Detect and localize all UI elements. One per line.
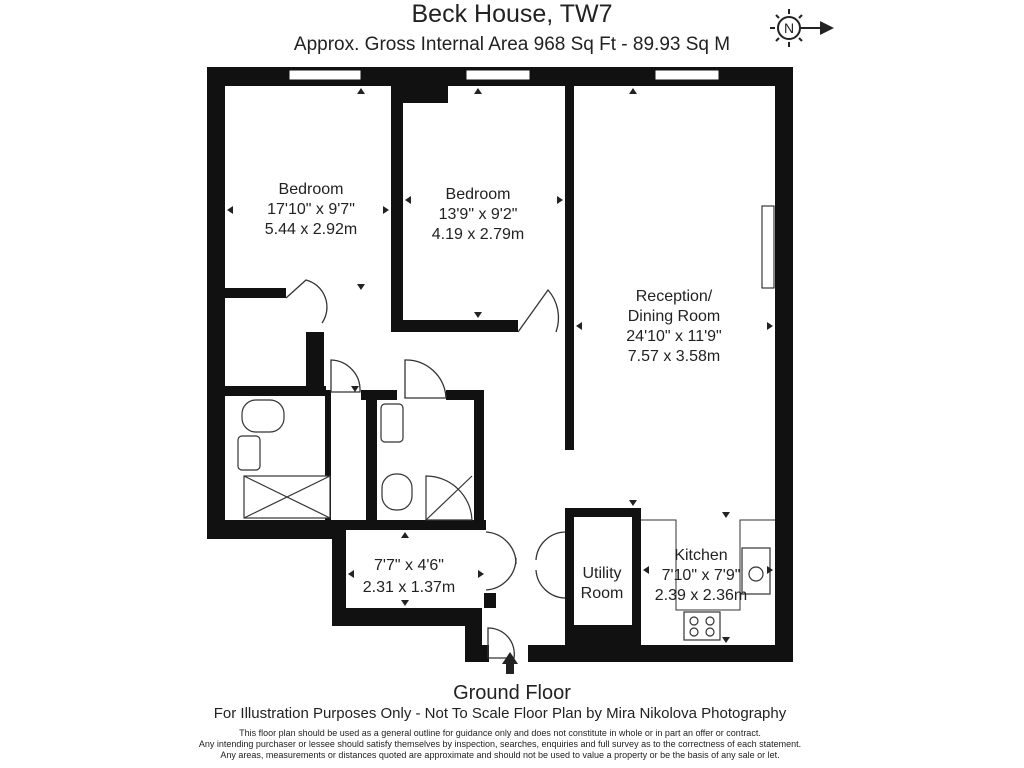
room-dimensions-metric: 5.44 x 2.92m — [265, 221, 358, 238]
windows — [288, 69, 775, 289]
hob-icon — [683, 611, 721, 641]
room-store: 7'7" x 4'6" 2.31 x 1.37m — [363, 557, 456, 596]
room-dimensions-imperial: 13'9" x 9'2" — [439, 206, 518, 223]
room-bedroom-1: Bedroom 17'10" x 9'7" 5.44 x 2.92m — [265, 181, 358, 238]
toilet-icon — [241, 399, 285, 433]
room-name-line-2: Dining Room — [628, 308, 720, 325]
disclaimer-line: Any areas, measurements or distances quo… — [220, 750, 780, 760]
room-name-line-1: Reception/ — [636, 288, 713, 305]
room-name: Kitchen — [674, 547, 727, 564]
plan-title: Beck House, TW7 — [411, 0, 613, 28]
dimension-markers — [227, 88, 773, 674]
room-dimensions-metric: 2.31 x 1.37m — [363, 579, 456, 596]
room-reception: Reception/ Dining Room 24'10" x 11'9" 7.… — [626, 288, 721, 365]
room-kitchen: Kitchen 7'10" x 7'9" 2.39 x 2.36m — [655, 547, 748, 604]
compass-rose-icon: N — [770, 9, 834, 47]
room-name: Bedroom — [446, 186, 511, 203]
room-name-line-1: Utility — [582, 565, 621, 582]
basin-icon — [380, 403, 404, 443]
disclaimer-line: This floor plan should be used as a gene… — [239, 728, 761, 738]
compass-letter: N — [784, 20, 794, 36]
room-dimensions-metric: 4.19 x 2.79m — [432, 226, 525, 243]
room-dimensions-metric: 2.39 x 2.36m — [655, 587, 748, 604]
room-dimensions-imperial: 7'10" x 7'9" — [662, 567, 741, 584]
area-subtitle: Approx. Gross Internal Area 968 Sq Ft - … — [293, 34, 731, 55]
room-utility: Utility Room — [581, 565, 624, 602]
doors — [285, 279, 566, 659]
room-dimensions-metric: 7.57 x 3.58m — [628, 348, 721, 365]
room-name: Bedroom — [279, 181, 344, 198]
illustration-note: For Illustration Purposes Only - Not To … — [213, 705, 787, 722]
fixtures — [237, 399, 771, 641]
basin-icon — [237, 435, 261, 471]
room-name-line-2: Room — [581, 585, 624, 602]
disclaimer-line: Any intending purchaser or lessee should… — [198, 739, 802, 749]
room-dimensions-imperial: 7'7" x 4'6" — [374, 557, 444, 574]
toilet-icon — [381, 473, 413, 511]
room-bedroom-2: Bedroom 13'9" x 9'2" 4.19 x 2.79m — [432, 186, 525, 243]
room-dimensions-imperial: 17'10" x 9'7" — [267, 201, 355, 218]
room-dimensions-imperial: 24'10" x 11'9" — [626, 328, 721, 345]
kitchen-counter — [641, 519, 775, 611]
floor-label: Ground Floor — [453, 682, 571, 704]
